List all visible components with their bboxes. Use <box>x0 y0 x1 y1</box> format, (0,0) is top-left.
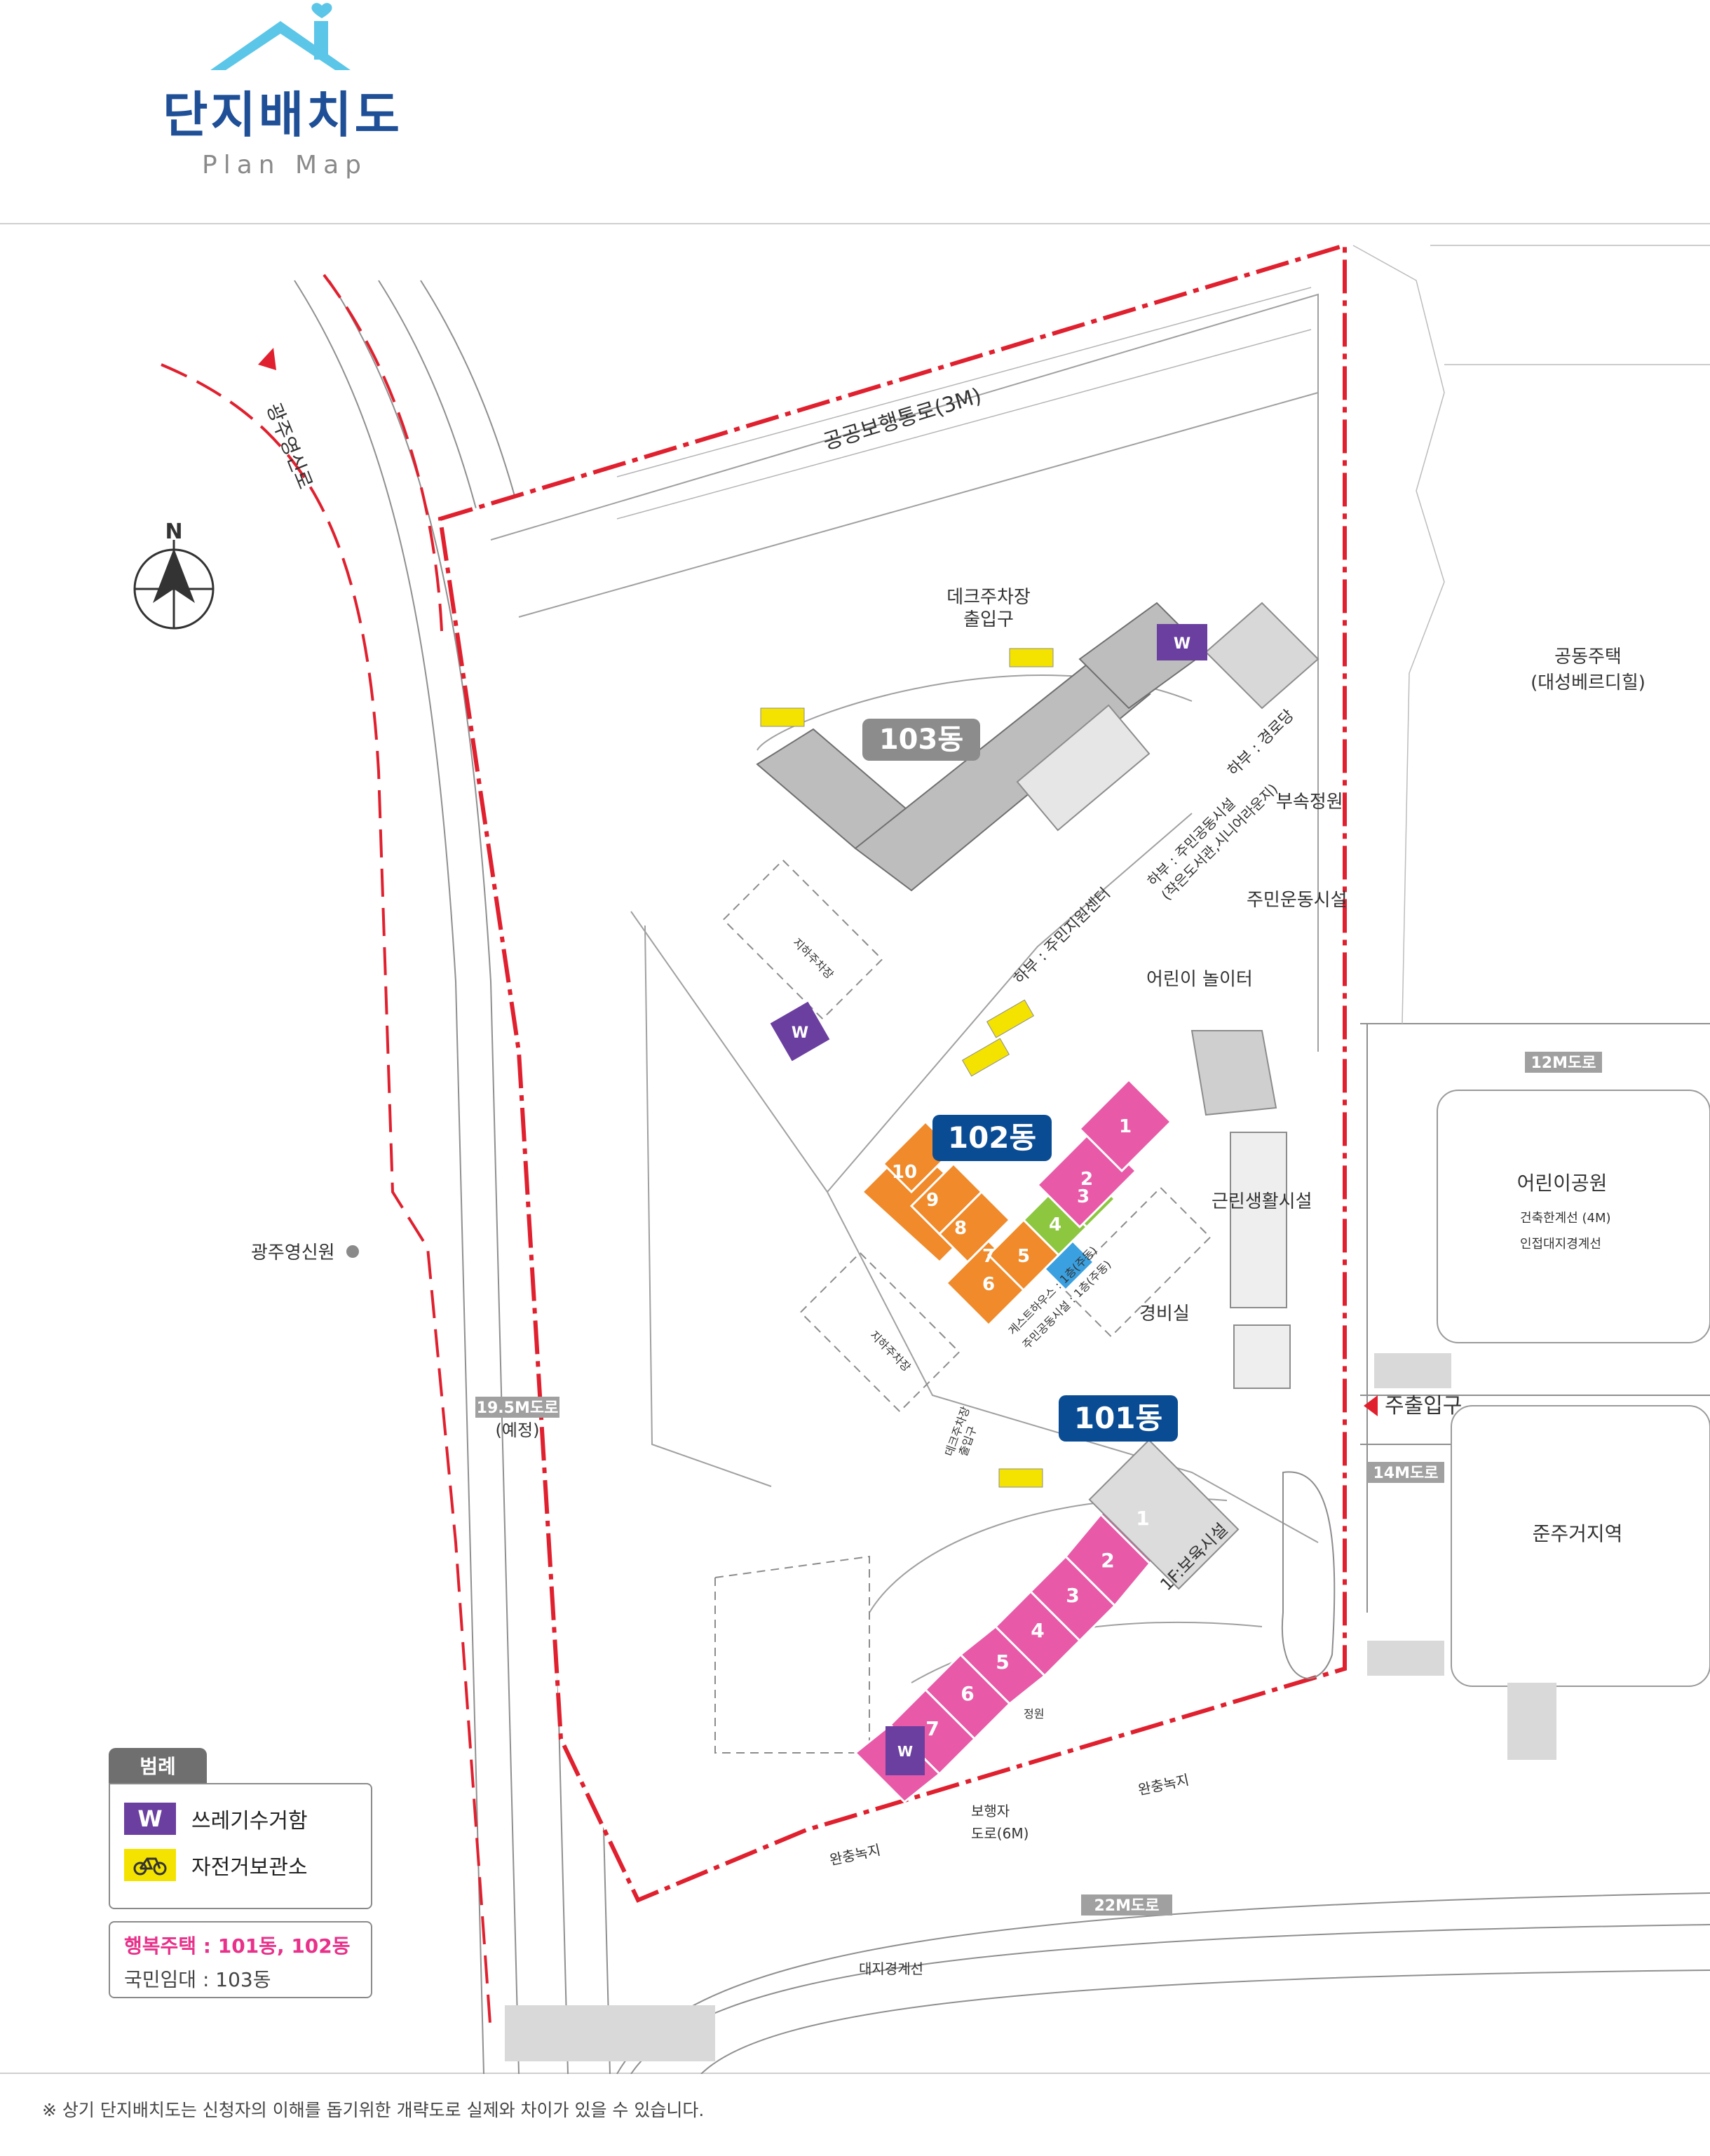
crosswalks <box>505 1353 1556 2061</box>
building-103-label: 103동 <box>879 724 963 756</box>
parking-strip-top <box>616 287 1312 520</box>
site-interior-lines <box>490 293 1319 1683</box>
legend-trash-label: 쓰레기수거함 <box>191 1809 308 1833</box>
building-103-badge <box>862 719 980 761</box>
unit-101-3: 3 <box>1066 1584 1079 1607</box>
label-deck-parking-1: 데크주차장 <box>946 587 1031 608</box>
bicycle-icon <box>124 1849 176 1881</box>
trash-marker-label-1: W <box>1174 635 1190 653</box>
building-101-badge <box>1059 1395 1178 1442</box>
legend-item-bike: 자전거보관소 <box>124 1849 357 1881</box>
unit-101-7: 7 <box>925 1717 939 1740</box>
label-road-12m: 12M도로 <box>1531 1055 1596 1072</box>
site-map: 103동 102동 101동 10 9 8 7 6 5 4 3 2 1 1 2 … <box>133 242 1710 2074</box>
road-label-boxes <box>475 1052 1602 1916</box>
label-building-line: 건축한계선 (4M) <box>1520 1211 1611 1226</box>
trash-marker-label-3: W <box>897 1743 913 1760</box>
childcare-hatch <box>1088 1439 1240 1590</box>
legend-item-trash: W 쓰레기수거함 <box>124 1803 357 1835</box>
building-101-label: 101동 <box>1074 1401 1162 1435</box>
unit-102-2: 2 <box>1080 1169 1093 1190</box>
unit-102-10: 10 <box>892 1162 917 1183</box>
unit-101-1: 1 <box>1136 1507 1149 1530</box>
housing-happy-text: 행복주택 : 101동, 102동 <box>124 1934 351 1958</box>
label-apartment-2: (대성베르디힐) <box>1531 672 1645 693</box>
map-frame <box>0 223 1710 2074</box>
house-logo-icon <box>210 3 351 70</box>
unit-101-4: 4 <box>1031 1619 1044 1642</box>
label-site-boundary: 대지경계선 <box>859 1960 923 1977</box>
page-subtitle: Plan Map <box>202 151 368 179</box>
label-pedestrian-2: 도로(6M) <box>971 1825 1029 1842</box>
adjacent-apartment-block <box>1352 245 1710 1024</box>
housing-national-text: 국민임대 : 103동 <box>124 1968 271 1991</box>
housing-type-box: 행복주택 : 101동, 102동 국민임대 : 103동 <box>109 1921 372 1998</box>
label-deck-parking-2: 출입구 <box>963 609 1014 630</box>
unit-102-5: 5 <box>1017 1246 1030 1267</box>
label-resident-sports: 주민운동시설 <box>1247 890 1348 911</box>
building-102-badge <box>932 1115 1052 1161</box>
label-road-19-5m: 19.5M도로 <box>477 1399 559 1417</box>
label-road-14m: 14M도로 <box>1373 1465 1439 1482</box>
label-gwangju-yeongsin-ro: 광주영신로 <box>262 400 318 492</box>
underground-parking-outlines <box>714 859 1212 1754</box>
unit-102-3: 3 <box>1077 1186 1090 1207</box>
svg-text:N: N <box>165 520 182 544</box>
page-title: 단지배치도 <box>163 86 402 144</box>
unit-102-6: 6 <box>982 1274 995 1295</box>
label-apartment-1: 공동주택 <box>1554 646 1622 667</box>
label-neighborhood-facility: 근린생활시설 <box>1212 1191 1312 1212</box>
legend-box: W 쓰레기수거함 자전거보관소 <box>109 1783 372 1909</box>
legend-bike-label: 자전거보관소 <box>191 1855 308 1880</box>
trash-markers: W W W <box>770 624 1207 1775</box>
garden-pattern <box>1205 602 1319 710</box>
label-road-22m: 22M도로 <box>1094 1897 1160 1915</box>
label-buffer-green-2: 완충녹지 <box>828 1841 882 1869</box>
main-entrance-arrow-icon <box>1364 1395 1378 1416</box>
unit-102-8: 8 <box>954 1218 967 1239</box>
label-pedestrian-1: 보행자 <box>971 1803 1010 1819</box>
label-yeongsin-won: 광주영신원 <box>251 1242 335 1263</box>
building-101 <box>853 1470 1187 1804</box>
trash-bin-icon: W <box>124 1803 176 1835</box>
label-childrens-park: 어린이공원 <box>1517 1172 1608 1195</box>
walking-track <box>1281 1471 1336 1679</box>
playground-area <box>1190 1030 1277 1116</box>
core-pattern <box>1016 704 1151 832</box>
trash-marker-label-2: W <box>792 1024 808 1042</box>
label-kids-playground: 어린이 놀이터 <box>1146 969 1253 990</box>
unit-102-4: 4 <box>1049 1214 1061 1235</box>
planned-road-boundary <box>161 363 492 2034</box>
unit-102-7: 7 <box>982 1246 995 1267</box>
compass-north-icon: N <box>133 520 215 630</box>
unit-101-5: 5 <box>996 1650 1009 1674</box>
label-planned: (예정) <box>496 1421 540 1440</box>
label-main-entrance: 주출입구 <box>1385 1394 1462 1418</box>
legend-title: 범례 <box>109 1748 207 1783</box>
label-security-room: 경비실 <box>1139 1303 1190 1324</box>
road-direction-arrow-icon <box>258 348 276 370</box>
label-semi-residential: 준주거지역 <box>1533 1522 1623 1545</box>
label-garden: 정원 <box>1024 1707 1044 1721</box>
location-dot-icon <box>346 1245 359 1258</box>
unit-102-1: 1 <box>1119 1116 1132 1137</box>
neighborhood-facility-block <box>1230 1132 1287 1308</box>
unit-102-9: 9 <box>926 1190 939 1211</box>
label-buffer-green-1: 완충녹지 <box>1136 1771 1190 1798</box>
unit-101-6: 6 <box>961 1682 974 1705</box>
label-small-garden: 부속정원 <box>1276 792 1343 813</box>
unit-101-2: 2 <box>1101 1549 1114 1572</box>
building-102-label: 102동 <box>948 1120 1036 1155</box>
building-102 <box>860 1078 1173 1327</box>
footnote: ※ 상기 단지배치도는 신청자의 이해를 돕기위한 개략도로 실제와 차이가 있… <box>42 2100 705 2120</box>
legend: 범례 W 쓰레기수거함 자전거보관소 <box>109 1748 375 1909</box>
label-adjacent-boundary: 인접대지경계선 <box>1520 1237 1601 1252</box>
bike-markers <box>760 648 1054 1488</box>
semi-residential-block <box>1451 1405 1710 1687</box>
childrens-park-block <box>1437 1090 1710 1343</box>
